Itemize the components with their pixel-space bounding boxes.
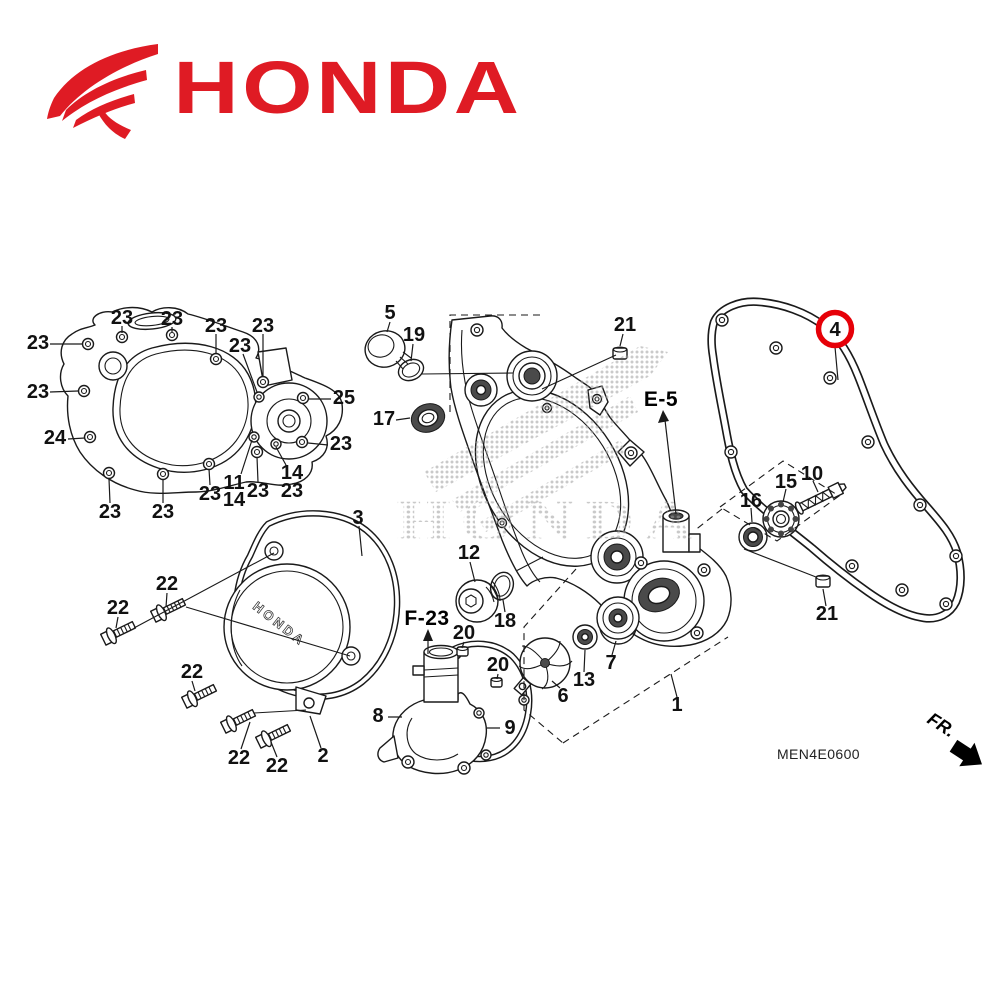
gasket-bolt-holes [715, 313, 963, 611]
callout-22: 22 [181, 661, 203, 683]
callout-23: 23 [27, 332, 49, 354]
callout-14: 14 [223, 489, 246, 511]
callout-23: 23 [330, 433, 352, 455]
callout-23: 23 [281, 480, 303, 502]
oring-18-art [489, 571, 515, 601]
callout-23: 23 [247, 480, 269, 502]
oring-19-art [397, 358, 425, 382]
callout-1: 1 [671, 694, 682, 716]
callout-20: 20 [487, 654, 509, 676]
callout-23: 23 [199, 483, 221, 505]
callout-25: 25 [333, 387, 355, 409]
callout-23: 23 [111, 307, 133, 329]
callout-13: 13 [573, 669, 595, 691]
callout-22: 22 [228, 747, 250, 769]
fr-label: FR. [924, 709, 959, 742]
water-pump-housing-art [377, 644, 488, 775]
callout-23: 23 [152, 501, 174, 523]
ref-label-f23: F-23 [404, 607, 449, 630]
callout-7: 7 [605, 652, 616, 674]
left-crankcase-cover-art [59, 306, 344, 494]
callout-19: 19 [403, 324, 425, 346]
seal-13-art [572, 624, 598, 650]
callout-20: 20 [453, 622, 475, 644]
callout-8: 8 [372, 705, 383, 727]
dowel-20b-art [490, 676, 503, 688]
watermark: HONDA [396, 346, 703, 553]
callout-22: 22 [266, 755, 288, 777]
callout-14: 14 [281, 462, 304, 484]
callout-23: 23 [99, 501, 121, 523]
callout-16: 16 [740, 490, 762, 512]
callout-24: 24 [44, 427, 67, 449]
callout-23: 23 [229, 335, 251, 357]
callout-22: 22 [156, 573, 178, 595]
callout-15: 15 [775, 471, 797, 493]
shaft-bolt-10-art [794, 481, 847, 515]
watermark-text: HONDA [396, 488, 703, 552]
clutch-cover-art: HONDA [223, 541, 361, 715]
e5-fitting [662, 509, 701, 553]
callout-9: 9 [504, 717, 515, 739]
callout-18: 18 [494, 610, 516, 632]
oil-seal-17-art [410, 403, 446, 433]
callout-labels: 23 23 23 23 23 23 23 25 23 24 23 23 23 2… [27, 302, 838, 777]
clutch-cover-gasket-art [232, 510, 401, 700]
callout-10: 10 [801, 463, 823, 485]
collar-16-art [738, 522, 768, 552]
callout-21: 21 [816, 603, 838, 625]
honda-wing-icon [47, 44, 158, 139]
callout-23: 23 [27, 381, 49, 403]
callout-4: 4 [829, 319, 841, 341]
mech-seal-7-art [596, 596, 640, 645]
honda-wordmark: HONDA [173, 47, 522, 129]
right-crankcase-cover-art [448, 315, 732, 647]
callout-5: 5 [384, 302, 395, 324]
bearing-15-art [762, 500, 800, 538]
callout-23: 23 [161, 308, 183, 330]
plug-12-art [455, 579, 501, 623]
callout-23: 23 [205, 315, 227, 337]
callout-21: 21 [614, 314, 636, 336]
diagram-art: HONDA [59, 297, 965, 775]
callout-6: 6 [557, 685, 568, 707]
callout-11: 11 [223, 472, 244, 494]
cover-gasket-art [707, 297, 965, 623]
diagram-code: MEN4E0600 [777, 746, 860, 762]
assembly-axis-lines [449, 314, 840, 744]
callout-2: 2 [317, 745, 328, 767]
highlight-circle: 4 [815, 309, 855, 349]
callout-22: 22 [107, 597, 129, 619]
callout-23: 23 [252, 315, 274, 337]
callout-12: 12 [458, 542, 480, 564]
fr-direction-arrow: FR. [924, 709, 982, 767]
callout-17: 17 [373, 408, 395, 430]
callout-3: 3 [352, 507, 363, 529]
dowel-21-right-art [815, 574, 831, 588]
filler-cap-art [364, 330, 412, 370]
ref-label-e5: E-5 [644, 388, 678, 411]
leader-lines [49, 321, 839, 758]
honda-logo: HONDA [47, 44, 522, 139]
watermark-wing-icon [424, 346, 668, 532]
